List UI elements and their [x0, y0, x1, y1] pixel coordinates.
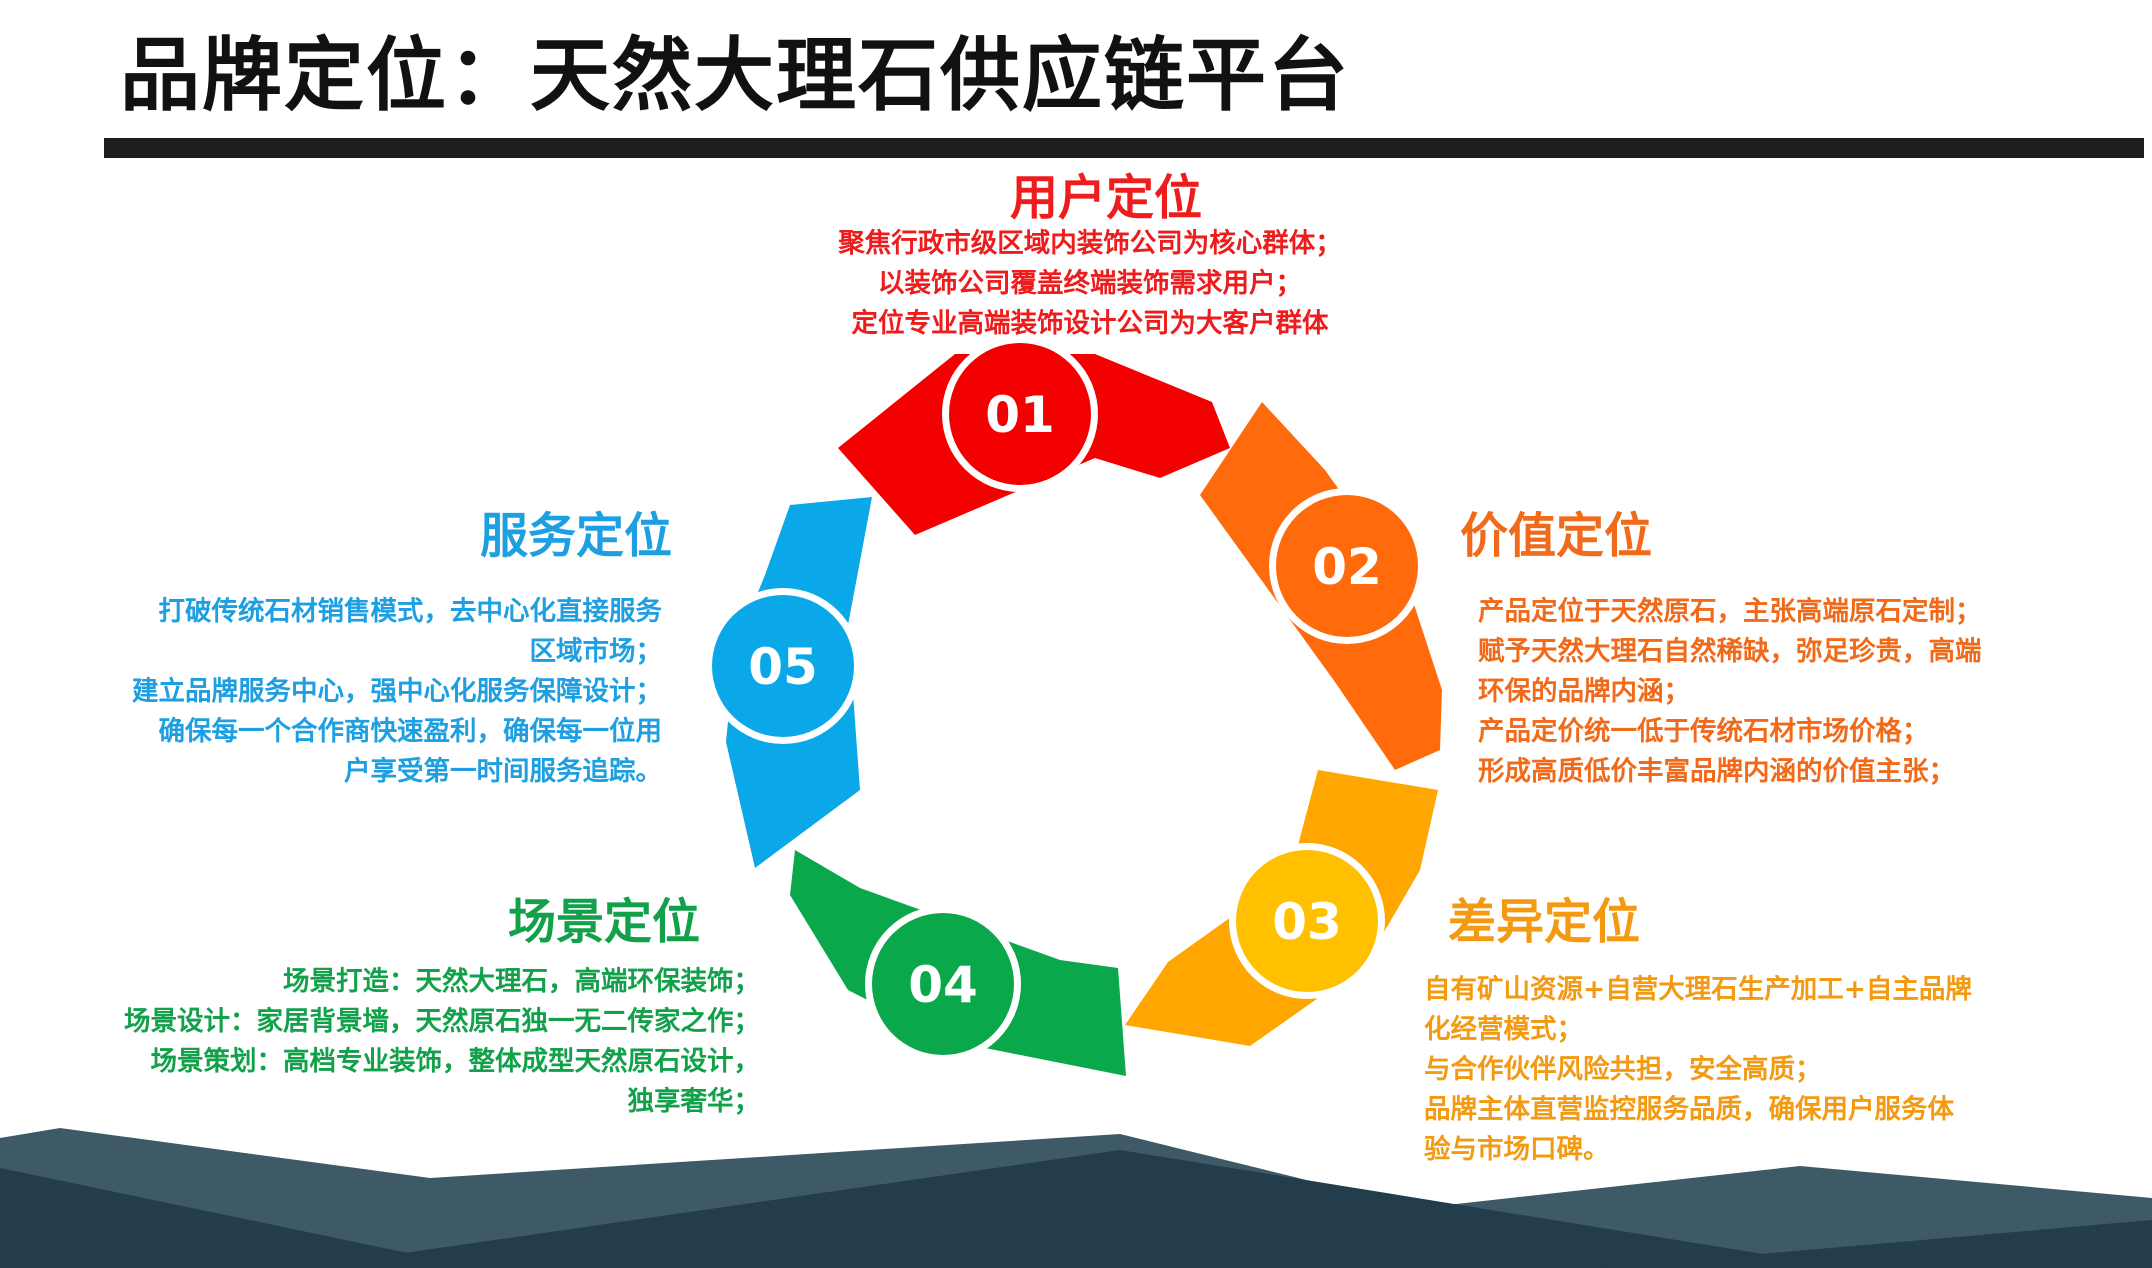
- node-number-03: 03: [1272, 893, 1342, 951]
- heading-service-positioning: 服务定位: [480, 508, 673, 564]
- desc-line: 聚焦行政市级区域内装饰公司为核心群体；: [838, 228, 1342, 259]
- desc-service-positioning: 打破传统石材销售模式，去中心化直接服务 区域市场； 建立品牌服务中心，强中心化服…: [100, 592, 662, 792]
- node-01[interactable]: 01: [942, 336, 1098, 492]
- desc-line: 产品定位于天然原石，主张高端原石定制；: [1478, 596, 1982, 627]
- desc-difference-positioning: 自有矿山资源+自营大理石生产加工+自主品牌 化经营模式； 与合作伙伴风险共担，安…: [1424, 970, 2024, 1170]
- desc-line: 形成高质低价丰富品牌内涵的价值主张；: [1478, 756, 1955, 787]
- node-number-05: 05: [748, 638, 818, 696]
- footer-shape-front: [300, 1150, 1850, 1268]
- node-number-01: 01: [985, 386, 1055, 444]
- desc-line: 自有矿山资源+自营大理石生产加工+自主品牌: [1424, 974, 1972, 1005]
- desc-line: 验与市场口碑。: [1424, 1134, 1610, 1165]
- footer-shape-front: [1600, 1220, 2152, 1268]
- desc-line: 打破传统石材销售模式，去中心化直接服务: [158, 596, 663, 627]
- desc-line: 区域市场；: [529, 636, 663, 667]
- node-04[interactable]: 04: [865, 906, 1021, 1062]
- desc-user-positioning: 聚焦行政市级区域内装饰公司为核心群体； 以装饰公司覆盖终端装饰需求用户； 定位专…: [800, 224, 1380, 344]
- heading-difference-positioning: 差异定位: [1448, 894, 1641, 950]
- page-title: 品牌定位：天然大理石供应链平台: [120, 29, 1350, 122]
- desc-value-positioning: 产品定位于天然原石，主张高端原石定制； 赋予天然大理石自然稀缺，弥足珍贵，高端 …: [1478, 592, 2038, 792]
- desc-line: 场景策划：高档专业装饰，整体成型天然原石设计，: [150, 1046, 761, 1077]
- footer-shape-front: [0, 1168, 480, 1268]
- heading-value-positioning: 价值定位: [1460, 508, 1653, 564]
- desc-line: 产品定价统一低于传统石材市场价格；: [1478, 716, 1929, 747]
- node-03[interactable]: 03: [1229, 843, 1385, 999]
- desc-line: 环保的品牌内涵；: [1478, 676, 1690, 707]
- desc-scene-positioning: 场景打造：天然大理石，高端环保装饰； 场景设计：家居背景墙，天然原石独一无二传家…: [60, 962, 760, 1122]
- desc-line: 建立品牌服务中心，强中心化服务保障设计；: [132, 676, 662, 707]
- heading-user-positioning: 用户定位: [1010, 170, 1203, 226]
- node-05[interactable]: 05: [705, 588, 861, 744]
- desc-line: 品牌主体直营监控服务品质，确保用户服务体: [1424, 1094, 1954, 1125]
- node-02[interactable]: 02: [1269, 488, 1425, 644]
- desc-line: 独享奢华；: [627, 1086, 761, 1117]
- node-number-04: 04: [908, 956, 978, 1014]
- title-underline: [104, 138, 2144, 158]
- desc-line: 赋予天然大理石自然稀缺，弥足珍贵，高端: [1478, 636, 1982, 667]
- desc-line: 化经营模式；: [1424, 1014, 1583, 1045]
- heading-scene-positioning: 场景定位: [508, 894, 701, 950]
- desc-line: 户享受第一时间服务追踪。: [344, 756, 662, 787]
- desc-line: 以装饰公司覆盖终端装饰需求用户；: [878, 268, 1302, 299]
- node-number-02: 02: [1312, 538, 1382, 596]
- desc-line: 场景打造：天然大理石，高端环保装饰；: [283, 966, 760, 997]
- desc-line: 定位专业高端装饰设计公司为大客户群体: [851, 308, 1329, 339]
- desc-line: 确保每一个合作商快速盈利，确保每一位用: [158, 716, 663, 747]
- desc-line: 场景设计：家居背景墙，天然原石独一无二传家之作；: [124, 1006, 760, 1037]
- footer-mountains: [0, 1128, 2152, 1268]
- desc-line: 与合作伙伴风险共担，安全高质；: [1424, 1054, 1822, 1085]
